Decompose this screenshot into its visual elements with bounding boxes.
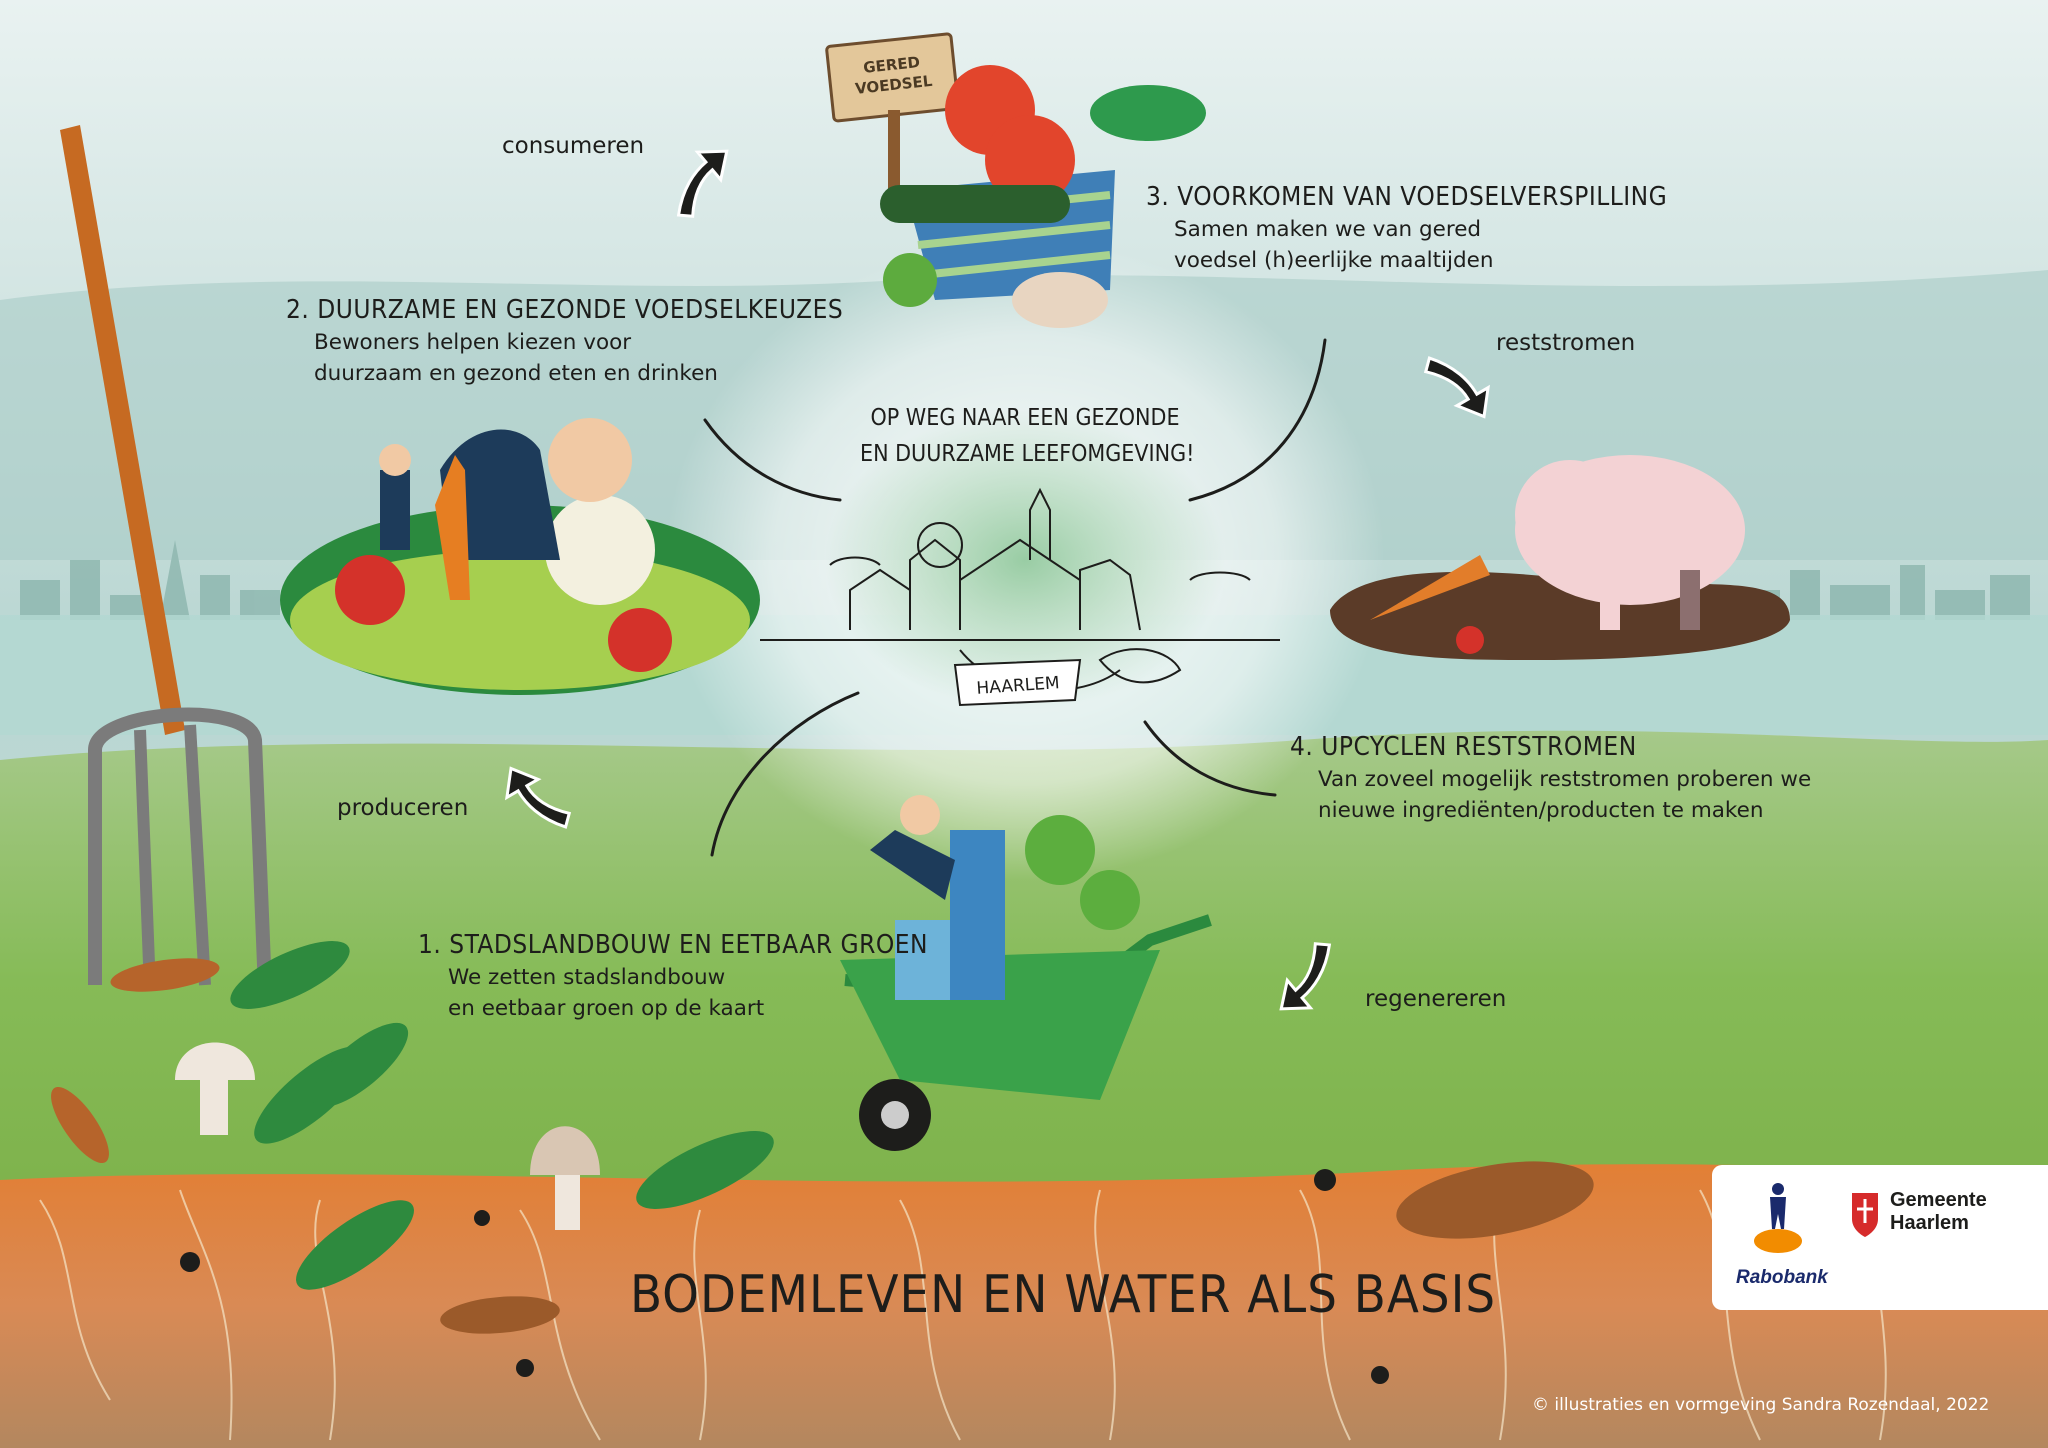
foreground-leaves (51, 941, 1594, 1334)
step-4-title: 4. UPCYCLEN RESTSTROMEN (1290, 732, 1637, 762)
center-title: OP WEG NAAR EEN GEZONDE EN DUURZAME LEEF… (860, 400, 1195, 472)
step-1-line-1: We zetten stadslandbouw (448, 965, 726, 990)
step-2-text: Bewoners helpen kiezen voor duurzaam en … (286, 327, 843, 389)
mushrooms (175, 1042, 600, 1230)
haarlem-banner (953, 658, 1082, 707)
flow-regenerate-label: regenereren (1365, 986, 1507, 1012)
step-1-title: 1. STADSLANDBOUW EN EETBAAR GROEN (418, 930, 929, 960)
flow-produce-label: produceren (337, 795, 469, 821)
rabobank-logo-icon (1754, 1183, 1802, 1253)
center-title-line-1: OP WEG NAAR EEN GEZONDE (870, 405, 1180, 431)
sponsor-logo-panel: Rabobank Gemeente Haarlem (1712, 1165, 2048, 1310)
base-title: BODEMLEVEN EN WATER ALS BASIS (630, 1265, 1497, 1325)
credit-line: © illustraties en vormgeving Sandra Roze… (1532, 1395, 1990, 1415)
arrow-consume (676, 149, 729, 218)
center-green-blob (825, 410, 1225, 710)
center-title-line-2: EN DUURZAME LEEFOMGEVING! (860, 441, 1195, 467)
municipality-label-line-1: Gemeente (1890, 1189, 1987, 1211)
wheelbarrow-farmer-illustration (840, 795, 1212, 1151)
pig-upcycling-illustration (1330, 455, 1790, 660)
step-3-line-1: Samen maken we van gered (1174, 217, 1482, 242)
arrow-residual (1423, 356, 1491, 419)
step-4-line-1: Van zoveel mogelijk reststromen proberen… (1318, 767, 1812, 792)
step-2-line-1: Bewoners helpen kiezen voor (314, 330, 632, 355)
flow-residual-label: reststromen (1496, 330, 1636, 356)
cycle-arcs (703, 338, 1327, 857)
step-4-text: Van zoveel mogelijk reststromen proberen… (1290, 764, 1811, 826)
step-3-line-2: voedsel (h)eerlijke maaltijden (1174, 248, 1494, 273)
arrow-produce (504, 766, 572, 829)
arrow-regenerate (1279, 942, 1332, 1011)
haarlem-coat-of-arms-icon (1852, 1193, 1878, 1237)
step-4-line-2: nieuwe ingrediënten/producten te maken (1318, 798, 1764, 823)
soil-insects (180, 1169, 1389, 1384)
step-1-line-2: en eetbaar groen op de kaart (448, 996, 765, 1021)
haarlem-town-sketch (760, 487, 1280, 692)
healthy-food-plate (280, 418, 760, 695)
rescued-food-crate (825, 32, 1206, 328)
step-2-title: 2. DUURZAME EN GEZONDE VOEDSELKEUZES (286, 295, 844, 325)
step-2-block: 2. DUURZAME EN GEZONDE VOEDSELKEUZES Bew… (286, 295, 843, 389)
soil-layer (0, 1164, 2048, 1448)
step-3-block: 3. VOORKOMEN VAN VOEDSELVERSPILLING Same… (1146, 182, 1667, 276)
step-2-line-2: duurzaam en gezond eten en drinken (314, 361, 718, 386)
municipality-label-line-2: Haarlem (1890, 1212, 1969, 1234)
step-1-block: 1. STADSLANDBOUW EN EETBAAR GROEN We zet… (418, 930, 928, 1024)
step-4-block: 4. UPCYCLEN RESTSTROMEN Van zoveel mogel… (1290, 732, 1811, 826)
rabobank-label: Rabobank (1736, 1267, 1828, 1288)
pitchfork-illustration (60, 125, 272, 991)
step-3-text: Samen maken we van gered voedsel (h)eerl… (1146, 214, 1667, 276)
flow-consume-label: consumeren (502, 133, 645, 159)
step-3-title: 3. VOORKOMEN VAN VOEDSELVERSPILLING (1146, 182, 1668, 212)
sign-line-1: GERED (862, 53, 920, 77)
step-1-text: We zetten stadslandbouw en eetbaar groen… (418, 962, 928, 1024)
